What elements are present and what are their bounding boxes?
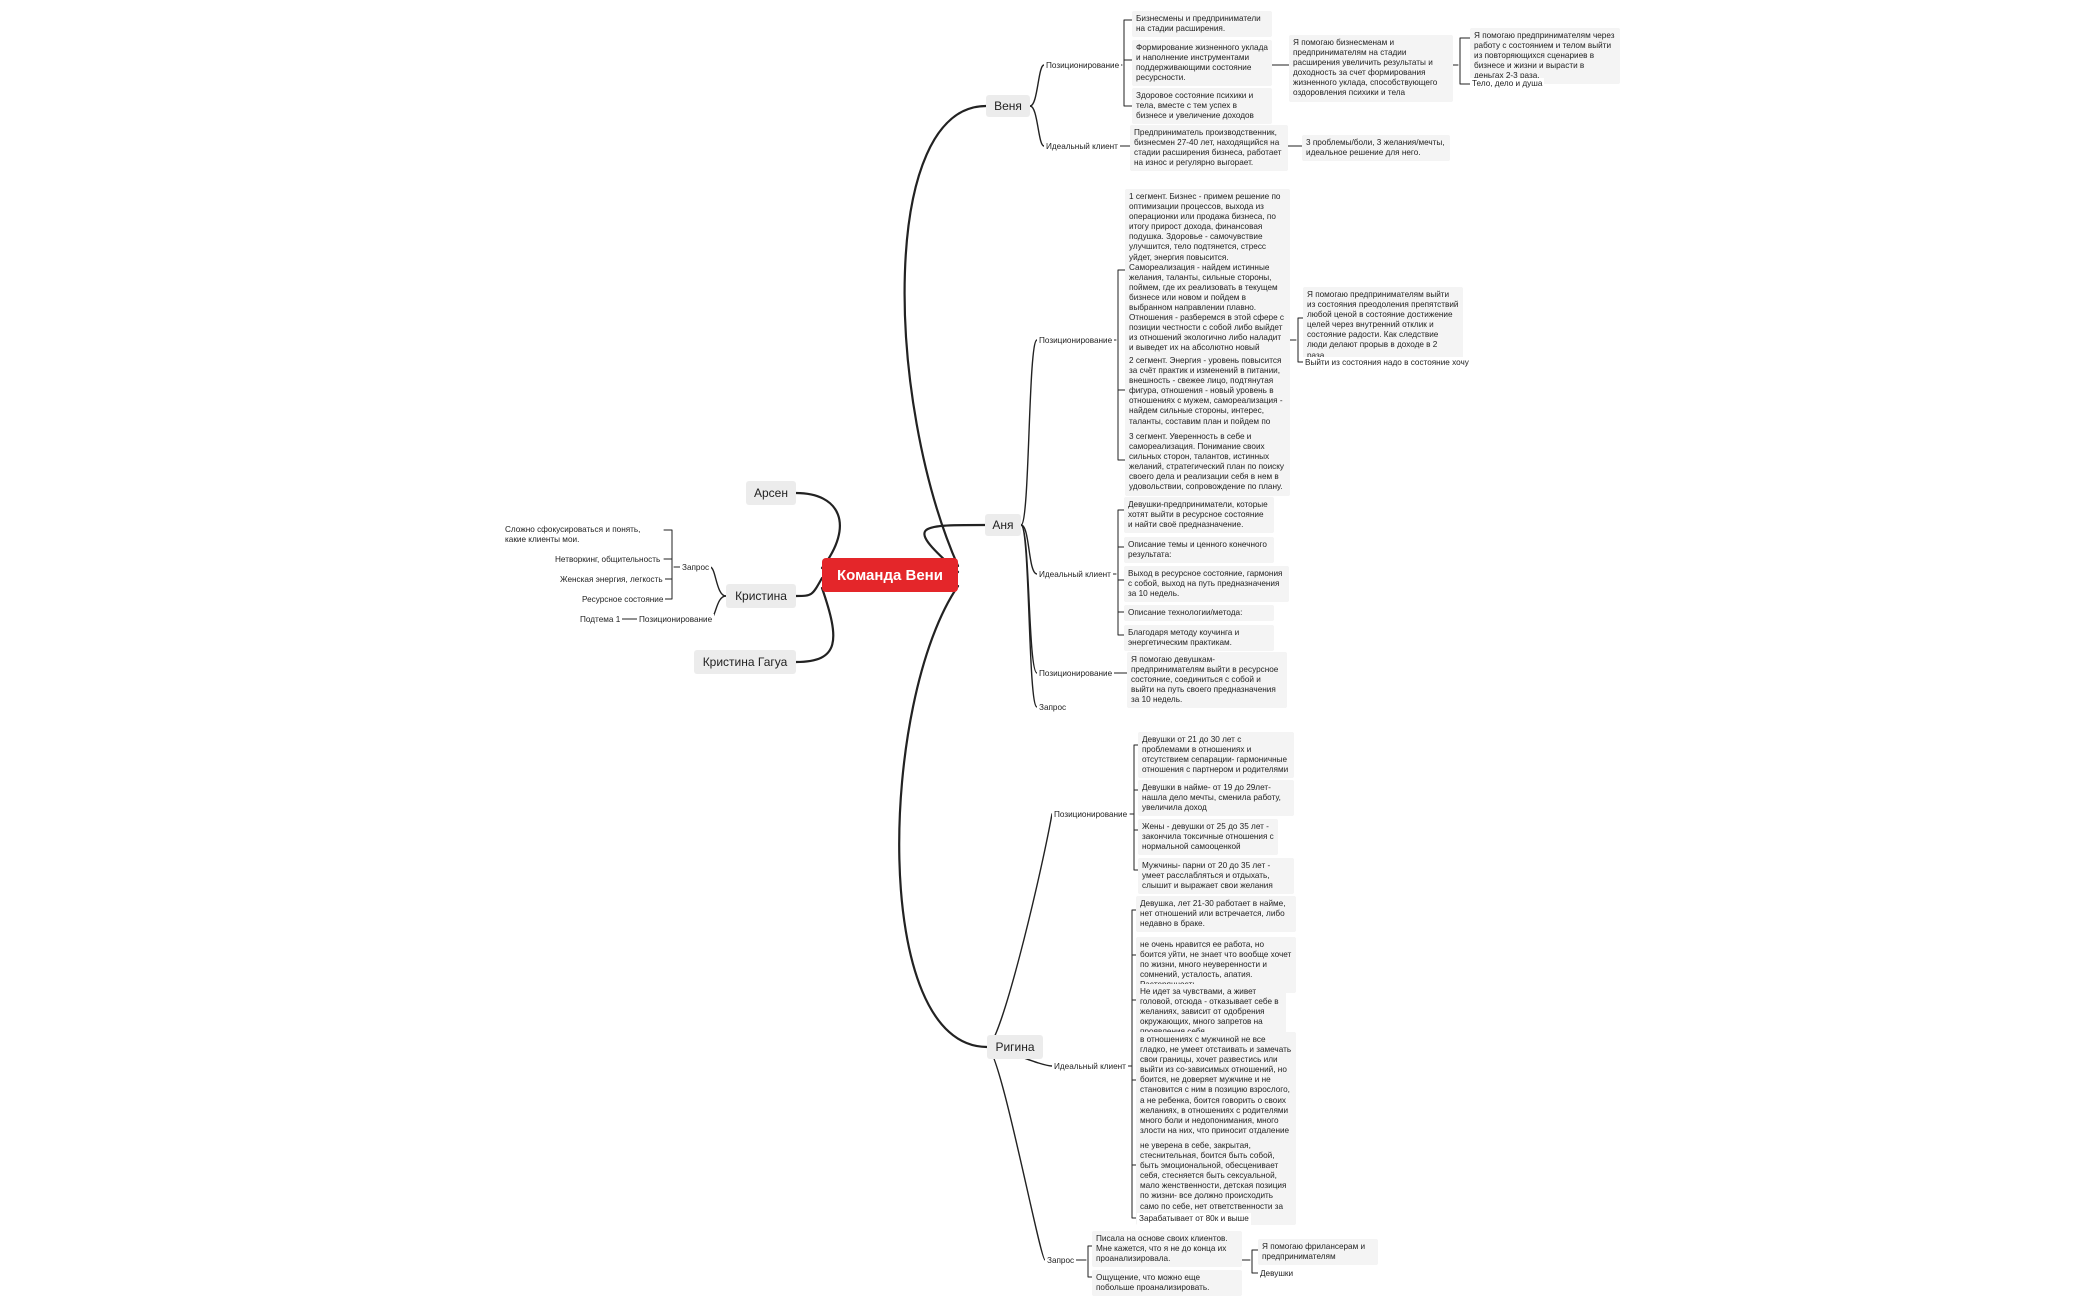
anya-positioning-result-2[interactable]: Выйти из состояния надо в состояние хочу <box>1303 357 1471 369</box>
venya-positioning-result[interactable]: Я помогаю бизнесменам и предпринимателям… <box>1289 35 1453 102</box>
connector-line <box>1074 1245 1093 1278</box>
connector-line <box>986 1046 1046 1261</box>
anya-segment-3[interactable]: 3 сегмент. Уверенность в себе и самореал… <box>1125 429 1290 496</box>
anya-ideal-client-card[interactable]: Девушки-предприниматели, которые хотят в… <box>1124 497 1274 534</box>
kristina-positioning-label[interactable]: Позиционирование <box>637 614 715 626</box>
connector-line <box>1452 37 1471 85</box>
connector-line <box>1020 524 1038 708</box>
rigina-ideal-client-card[interactable]: не очень нравится ее работа, но боится у… <box>1136 937 1296 994</box>
central-topic[interactable]: Команда Вени <box>822 558 958 592</box>
connector-line <box>1289 317 1304 363</box>
anya-ideal-client-card[interactable]: Выход в ресурсное состояние, гармония с … <box>1124 566 1289 603</box>
connector-line <box>794 586 835 664</box>
connector-line <box>794 576 824 598</box>
rigina-request-result[interactable]: Я помогаю фрилансерам и предпринимателям <box>1258 1239 1378 1266</box>
branch-kristina-gagua[interactable]: Кристина Гагуа <box>694 650 796 674</box>
branch-anya[interactable]: Аня <box>985 514 1021 536</box>
anya-ideal-client-label[interactable]: Идеальный клиент <box>1037 569 1113 581</box>
rigina-positioning-card[interactable]: Мужчины- парни от 20 до 35 лет - умеет р… <box>1138 858 1294 895</box>
rigina-positioning-label[interactable]: Позиционирование <box>1052 809 1130 821</box>
anya-positioning-result[interactable]: Я помогаю предпринимателям выйти из сост… <box>1303 287 1463 364</box>
connector-line <box>1241 1249 1259 1274</box>
rigina-ideal-client-card[interactable]: Зарабатывает от 80к и выше <box>1137 1213 1251 1225</box>
rigina-positioning-card[interactable]: Девушки от 21 до 30 лет с проблемами в о… <box>1138 732 1294 779</box>
branch-arsen[interactable]: Арсен <box>746 481 796 505</box>
anya-ideal-client-card[interactable]: Благодаря методу коучинга и энергетическ… <box>1124 625 1274 652</box>
rigina-ideal-client-label[interactable]: Идеальный клиент <box>1052 1061 1128 1073</box>
venya-positioning-card[interactable]: Формирование жизненного уклада и наполне… <box>1132 40 1272 87</box>
anya-segment-1[interactable]: 1 сегмент. Бизнес - примем решение по оп… <box>1125 189 1290 367</box>
connector-line <box>1127 909 1137 1219</box>
venya-positioning-final-2[interactable]: Тело, дело и душа <box>1470 78 1545 90</box>
connector-line <box>1029 105 1045 147</box>
branch-rigina[interactable]: Ригина <box>987 1035 1043 1059</box>
anya-positioning-2-label[interactable]: Позиционирование <box>1037 668 1115 680</box>
connector-line <box>923 523 987 574</box>
anya-positioning-label[interactable]: Позиционирование <box>1037 335 1115 347</box>
connector-line <box>898 584 989 1049</box>
connector-line <box>986 813 1053 1048</box>
rigina-request-card[interactable]: Ощущение, что можно еще побольше проанал… <box>1092 1270 1242 1297</box>
connector-line <box>1020 339 1038 526</box>
connector-line <box>794 491 841 570</box>
rigina-request-card[interactable]: Писала на основе своих клиентов. Мне каж… <box>1092 1231 1242 1268</box>
connector-line <box>903 104 988 568</box>
venya-ideal-client-card[interactable]: Предприниматель производственник, бизнес… <box>1130 125 1288 172</box>
venya-positioning-label[interactable]: Позиционирование <box>1044 60 1122 72</box>
connector-line <box>1129 744 1139 871</box>
kristina-request-item[interactable]: Сложно сфокусироваться и понять, какие к… <box>503 524 663 546</box>
connector-line <box>709 566 727 597</box>
rigina-positioning-card[interactable]: Жены - девушки от 25 до 35 лет - закончи… <box>1138 819 1278 856</box>
anya-request-label[interactable]: Запрос <box>1037 702 1069 714</box>
rigina-request-result-2[interactable]: Девушки <box>1258 1268 1296 1280</box>
rigina-positioning-card[interactable]: Девушки в найме- от 19 до 29лет- нашла д… <box>1138 780 1294 817</box>
rigina-ideal-client-card[interactable]: в отношениях с мужчиной не все гладко, н… <box>1136 1032 1296 1150</box>
branch-venya[interactable]: Веня <box>986 95 1030 117</box>
anya-ideal-client-card[interactable]: Описание темы и ценного конечного резуль… <box>1124 537 1274 564</box>
anya-ideal-client-card[interactable]: Описание технологии/метода: <box>1124 605 1274 622</box>
venya-positioning-final[interactable]: Я помогаю предпринимателям через работу … <box>1470 28 1620 85</box>
kristina-positioning-item[interactable]: Подтема 1 <box>578 614 623 626</box>
anya-positioning-2-card[interactable]: Я помогаю девушкам-предпринимателям выйт… <box>1127 652 1287 709</box>
kristina-request-item[interactable]: Ресурсное состояние <box>580 594 666 606</box>
venya-ideal-client-result[interactable]: 3 проблемы/боли, 3 желания/мечты, идеаль… <box>1302 135 1450 162</box>
venya-ideal-client-label[interactable]: Идеальный клиент <box>1044 141 1120 153</box>
rigina-ideal-client-card[interactable]: Не идет за чувствами, а живет головой, о… <box>1136 984 1286 1041</box>
kristina-request-item[interactable]: Нетворкинг, общительность <box>553 554 663 566</box>
rigina-ideal-client-card[interactable]: не уверена в себе, закрытая, стеснительн… <box>1136 1138 1296 1225</box>
kristina-request-label[interactable]: Запрос <box>680 562 712 574</box>
kristina-request-item[interactable]: Женская энергия, легкость <box>558 574 665 586</box>
rigina-ideal-client-card[interactable]: Девушка, лет 21-30 работает в найме, нет… <box>1136 896 1296 933</box>
anya-segment-2[interactable]: 2 сегмент. Энергия - уровень повысится з… <box>1125 353 1290 440</box>
connector-line <box>1029 64 1045 107</box>
connector-line <box>663 529 681 600</box>
branch-kristina[interactable]: Кристина <box>726 584 796 608</box>
connector-line <box>1109 509 1125 636</box>
connector-line <box>1109 269 1126 461</box>
connector-line <box>1020 524 1038 575</box>
rigina-request-label[interactable]: Запрос <box>1045 1255 1077 1267</box>
venya-positioning-card[interactable]: Бизнесмены и предприниматели на стадии р… <box>1132 11 1272 38</box>
venya-positioning-card[interactable]: Здоровое состояние психики и тела, вмест… <box>1132 88 1272 125</box>
